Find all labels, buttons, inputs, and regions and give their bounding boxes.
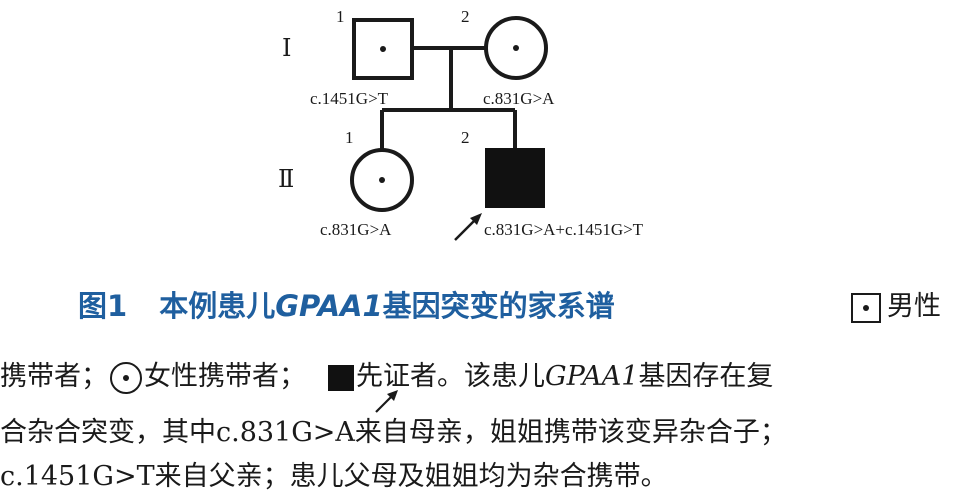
caption-line2-b: 女性携带者； xyxy=(144,361,306,392)
proband-icon xyxy=(328,364,354,391)
genotype-II-2: c.831G>A+c.1451G>T xyxy=(484,220,644,239)
legend-male-carrier: 男性 xyxy=(851,284,941,330)
female-carrier-icon xyxy=(110,361,142,394)
generation-label-I: Ⅰ xyxy=(282,36,291,62)
caption-line-4: c.1451G>T来自父亲；患儿父母及姐姐均为杂合携带。 xyxy=(0,461,668,492)
individual-I-2 xyxy=(484,16,548,80)
caption-title-post: 基因突变的家系谱 xyxy=(382,289,615,323)
carrier-dot xyxy=(380,46,386,52)
affected-male-symbol xyxy=(485,148,545,208)
individual-number-II-1: 1 xyxy=(345,128,354,147)
individual-number-I-2: 2 xyxy=(461,7,470,26)
proband-arrow-shaft xyxy=(454,218,477,241)
figure-number: 图1 xyxy=(78,289,128,323)
proband-arrow-icon-legend xyxy=(375,390,398,413)
male-carrier-icon xyxy=(851,292,881,323)
individual-II-2 xyxy=(454,148,545,241)
caption-line2-a: 携带者； xyxy=(0,361,108,392)
genotype-II-1: c.831G>A xyxy=(320,220,392,239)
figure-caption-title: 图1 本例患儿GPAA1基因突变的家系谱 xyxy=(78,284,778,328)
pedigree-lines xyxy=(380,46,517,150)
caption-line-2: 携带者； 女性携带者； 先证者。该患儿GPAA1基因存在复 xyxy=(0,354,773,400)
proband-arrow-icon xyxy=(470,213,482,225)
pedigree-chart: Ⅰ Ⅱ 1 2 1 2 c.1451G>T c.831G>A c.831G>A … xyxy=(278,7,644,241)
individual-II-1 xyxy=(350,148,414,212)
carrier-dot xyxy=(379,177,385,183)
carrier-dot xyxy=(513,45,519,51)
legend-male-label: 男性 xyxy=(887,291,941,322)
individual-number-I-1: 1 xyxy=(336,7,345,26)
caption-title-pre: 本例患儿 xyxy=(159,289,276,323)
caption-line2-gene: GPAA1 xyxy=(545,361,639,392)
caption-line2-c: 先证者。该患儿 xyxy=(356,361,545,392)
individual-number-II-2: 2 xyxy=(461,128,470,147)
genotype-I-1: c.1451G>T xyxy=(310,89,389,108)
individual-I-1 xyxy=(352,18,414,80)
genotype-I-2: c.831G>A xyxy=(483,89,555,108)
generation-label-II: Ⅱ xyxy=(278,167,294,193)
caption-line-3: 合杂合突变，其中c.831G>A来自母亲，姐姐携带该变异杂合子； xyxy=(0,417,787,448)
caption-title-gene: GPAA1 xyxy=(275,289,383,323)
caption-line2-d: 基因存在复 xyxy=(638,361,774,392)
